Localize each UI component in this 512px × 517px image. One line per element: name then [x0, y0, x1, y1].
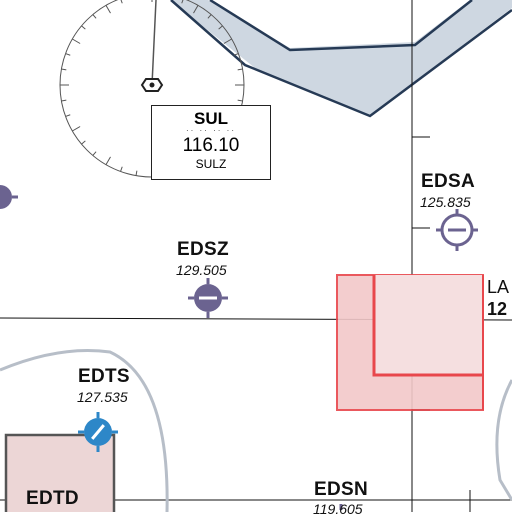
- airport-label-edsz[interactable]: EDSZ: [177, 239, 229, 260]
- compass-tick: [223, 38, 232, 44]
- compass-tick: [65, 53, 71, 56]
- compass-tick: [72, 126, 81, 132]
- vor-morse: ·· ·· ·· ··: [186, 126, 236, 135]
- compass-tick: [72, 38, 81, 44]
- airport-label-edsa[interactable]: EDSA: [421, 171, 475, 192]
- vor-name: SULZ: [195, 157, 227, 171]
- airport-icon-edsa[interactable]: [436, 209, 478, 251]
- airport-icon-west-edge[interactable]: [0, 185, 18, 209]
- compass-tick: [105, 156, 111, 165]
- compass-tick: [120, 166, 123, 172]
- compass-tick: [120, 0, 123, 4]
- compass-tick: [207, 14, 212, 19]
- compass-tick: [237, 68, 243, 71]
- airport-label-edsn[interactable]: EDSN: [314, 479, 368, 500]
- vor-ident: SUL: [194, 109, 228, 128]
- edge-label-2: 12: [487, 299, 508, 319]
- restricted-area[interactable]: [336, 274, 484, 411]
- compass-tick: [135, 170, 138, 176]
- compass-tick: [81, 140, 86, 145]
- airport-freq-edsz: 129.505: [176, 262, 227, 278]
- vor-label-box[interactable]: SUL ·· ·· ·· ·· 116.10 SULZ: [151, 105, 271, 180]
- compass-tick: [81, 25, 86, 30]
- vor-station-icon[interactable]: [140, 78, 164, 92]
- compass-tick: [92, 14, 97, 19]
- compass-tick: [237, 99, 243, 102]
- airspace-band: [170, 0, 512, 118]
- compass-tick: [61, 68, 67, 71]
- airspace-circle-east: [495, 379, 512, 501]
- airport-icon-edts[interactable]: [78, 412, 118, 452]
- vor-frequency: 116.10: [182, 135, 240, 156]
- airport-label-edts[interactable]: EDTS: [78, 366, 130, 387]
- airport-freq-edsa: 125.835: [420, 194, 471, 210]
- compass-tick: [233, 53, 239, 56]
- airport-icon-edsz[interactable]: [188, 278, 228, 318]
- compass-tick: [61, 99, 67, 102]
- edtd-area: [4, 433, 116, 512]
- compass-tick: [105, 5, 111, 14]
- compass-tick: [65, 114, 71, 117]
- airspace-circle-west: [0, 349, 169, 512]
- airport-freq-edts: 127.535: [77, 389, 128, 405]
- compass-tick: [181, 0, 184, 4]
- compass-tick: [193, 5, 199, 14]
- airport-freq-edsn: 119.605: [313, 501, 363, 517]
- edge-label-1: LA: [487, 277, 510, 297]
- compass-tick: [218, 25, 223, 30]
- compass-tick: [92, 151, 97, 156]
- airport-label-edtd[interactable]: EDTD: [26, 488, 79, 509]
